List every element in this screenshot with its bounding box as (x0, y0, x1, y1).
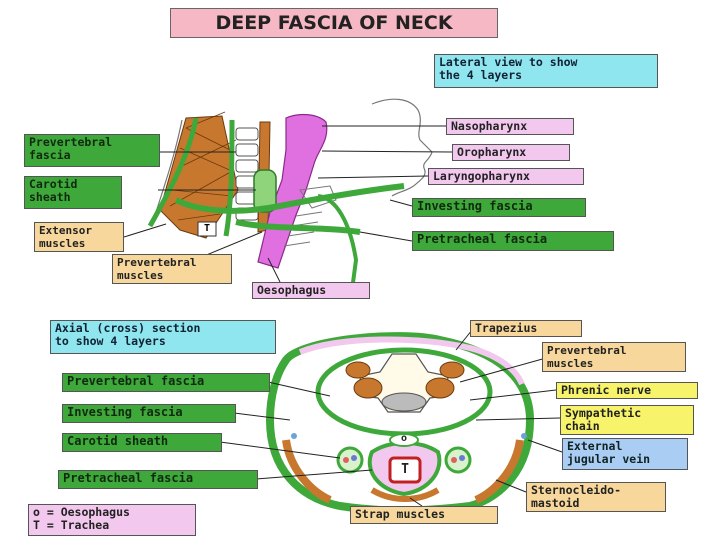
label-investing-fascia: Investing fascia (412, 198, 586, 217)
diagram-title: DEEP FASCIA OF NECK (170, 8, 498, 38)
neck-outline (155, 119, 183, 213)
axial-leader-lines (219, 329, 563, 507)
axial-vertebral-body (381, 392, 427, 412)
axial-strap-muscles (370, 487, 440, 502)
pretracheal-fascia-line (235, 219, 361, 235)
carotid-sheath-shape (253, 169, 277, 213)
label-nasopharynx: Nasopharynx (446, 118, 574, 135)
axial-label-phrenic-nerve: Phrenic nerve (556, 382, 698, 399)
label-extensor-muscles: Extensor muscles (34, 222, 124, 252)
axial-section-caption: Axial (cross) section to show 4 layers (50, 320, 276, 354)
axial-label-trapezius: Trapezius (470, 320, 582, 337)
label-prevertebral-fascia: Prevertebral fascia (24, 134, 160, 167)
axial-label-external-jugular-vein: External jugular vein (562, 438, 688, 470)
axial-back-muscle-left (345, 361, 371, 379)
investing-fascia-back (147, 117, 199, 228)
label-oropharynx: Oropharynx (452, 144, 570, 161)
label-pretracheal-fascia: Pretracheal fascia (412, 231, 614, 251)
axial-carotid-sheath-left (336, 446, 364, 474)
lateral-t-mark: T (203, 223, 211, 234)
axial-oesophagus (389, 433, 419, 447)
axial-section-drawing (219, 329, 563, 515)
axial-prevertebral-muscle-right (425, 377, 455, 399)
face-profile (371, 98, 433, 197)
axial-label-strap-muscles: Strap muscles (350, 506, 498, 524)
axial-label-carotid-sheath: Carotid sheath (62, 433, 222, 452)
axial-label-sympathetic-chain: Sympathetic chain (560, 405, 694, 435)
lateral-view-drawing (123, 98, 453, 291)
axial-prevertebral-muscle-left (353, 377, 383, 399)
axial-carotid-sheath-right (444, 446, 472, 474)
axial-label-investing-fascia: Investing fascia (62, 404, 236, 423)
larynx-trachea (283, 185, 337, 247)
axial-label-prevertebral-fascia: Prevertebral fascia (62, 373, 270, 392)
axial-trachea (388, 456, 422, 484)
legend-box: o = Oesophagus T = Trachea (28, 504, 196, 536)
lateral-view-caption: Lateral view to show the 4 layers (434, 54, 658, 88)
label-oesophagus: Oesophagus (252, 282, 370, 299)
label-laryngopharynx: Laryngopharynx (428, 168, 584, 185)
axial-scm-right (474, 439, 524, 504)
axial-trachea-letter: T (401, 462, 409, 477)
axial-label-pretracheal-fascia: Pretracheal fascia (58, 470, 258, 489)
lateral-leader-lines (123, 125, 453, 283)
axial-label-sternocleidomastoid: Sternocleido- mastoid (526, 482, 666, 512)
axial-label-prevertebral-muscles: Prevertebral muscles (542, 342, 686, 372)
investing-fascia-line (174, 183, 405, 214)
prevertebral-fascia-line (223, 119, 235, 237)
axial-back-muscle-right (439, 361, 465, 379)
axial-oesophagus-letter: o (400, 433, 408, 444)
hyoid-curve (317, 194, 359, 291)
label-prevertebral-muscles: Prevertebral muscles (112, 254, 232, 284)
axial-scm-left (282, 439, 332, 504)
label-carotid-sheath: Carotid sheath (24, 176, 122, 209)
